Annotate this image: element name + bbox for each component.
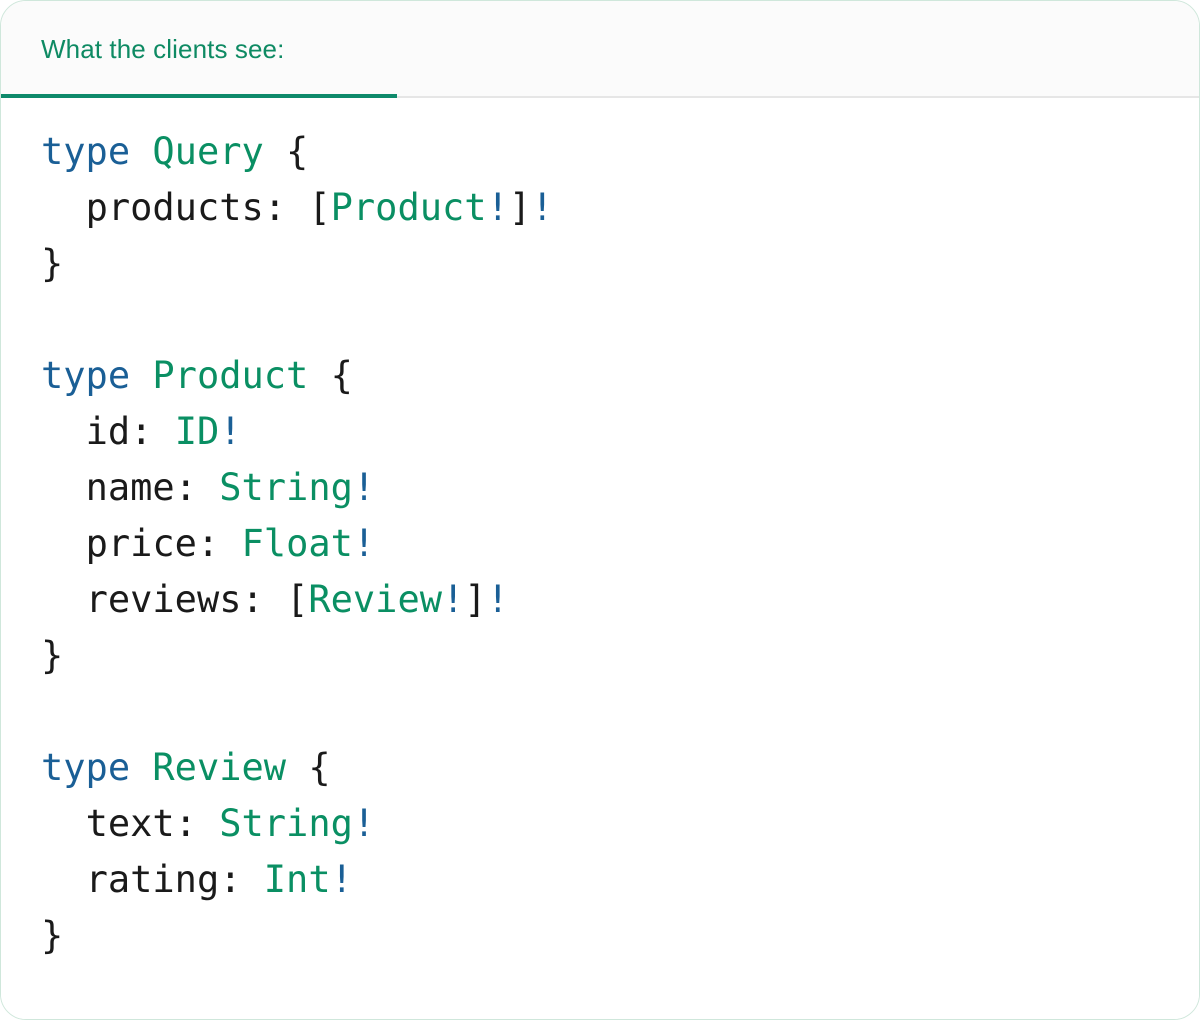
code-token-type: ID — [174, 410, 220, 453]
code-line — [41, 684, 1199, 740]
code-token-field: text — [85, 802, 175, 845]
code-line: products: [Product!]! — [41, 180, 1199, 236]
code-line: text: String! — [41, 796, 1199, 852]
code-token-plain — [41, 410, 86, 453]
code-token-plain — [41, 858, 86, 901]
code-token-type: Review — [308, 578, 442, 621]
code-token-plain — [41, 522, 86, 565]
code-line: reviews: [Review!]! — [41, 572, 1199, 628]
code-token-field: products — [85, 186, 264, 229]
active-tab-underline — [1, 94, 397, 98]
code-token-plain — [41, 466, 86, 509]
code-line: type Product { — [41, 348, 1199, 404]
code-line: } — [41, 628, 1199, 684]
code-token-punc: { — [286, 746, 331, 789]
code-token-field: reviews — [85, 578, 242, 621]
code-token-type: Float — [241, 522, 353, 565]
tab-bar: What the clients see: — [1, 1, 1199, 98]
code-token-punc: [ — [308, 186, 331, 229]
code-token-bang: ! — [531, 186, 554, 229]
code-token-bang: ! — [219, 410, 242, 453]
code-token-punc: : — [174, 466, 220, 509]
code-token-punc: [ — [286, 578, 309, 621]
graphql-schema-code: type Query { products: [Product!]!} type… — [1, 124, 1199, 964]
code-line: type Query { — [41, 124, 1199, 180]
code-line — [41, 292, 1199, 348]
code-token-bang: ! — [330, 858, 353, 901]
code-line: rating: Int! — [41, 852, 1199, 908]
code-line: name: String! — [41, 460, 1199, 516]
code-token-type: String — [219, 802, 353, 845]
code-token-bang: ! — [486, 578, 509, 621]
code-token-plain — [41, 802, 86, 845]
code-token-punc: ] — [464, 578, 487, 621]
code-token-field: id — [85, 410, 131, 453]
code-token-plain — [41, 578, 86, 621]
code-line: price: Float! — [41, 516, 1199, 572]
code-panel[interactable]: type Query { products: [Product!]!} type… — [1, 98, 1199, 1019]
code-token-kw: type — [41, 130, 131, 173]
code-token-kw: type — [41, 746, 131, 789]
code-token-type: Product — [330, 186, 487, 229]
code-token-kw: type — [41, 354, 131, 397]
code-token-punc: } — [41, 914, 64, 957]
code-line: } — [41, 908, 1199, 964]
code-token-type: Product — [152, 354, 309, 397]
code-token-punc: { — [263, 130, 309, 173]
code-line: type Review { — [41, 740, 1199, 796]
code-token-punc: } — [41, 242, 64, 285]
code-token-punc: : — [174, 802, 220, 845]
code-line: } — [41, 236, 1199, 292]
code-token-bang: ! — [352, 802, 376, 845]
code-token-plain — [41, 186, 86, 229]
code-token-punc: : — [196, 522, 242, 565]
tab-what-the-clients-see[interactable]: What the clients see: — [1, 1, 397, 98]
code-token-plain — [130, 354, 152, 397]
code-token-punc: : — [241, 578, 287, 621]
code-token-field: rating — [85, 858, 220, 901]
code-token-type: Int — [263, 858, 331, 901]
code-token-type: String — [219, 466, 353, 509]
code-token-bang: ! — [352, 522, 376, 565]
code-token-bang: ! — [442, 578, 465, 621]
code-token-field: name — [85, 466, 175, 509]
code-token-punc: : — [219, 858, 264, 901]
code-token-bang: ! — [352, 466, 376, 509]
code-token-plain — [130, 746, 152, 789]
code-token-punc: } — [41, 634, 64, 677]
code-line: id: ID! — [41, 404, 1199, 460]
code-token-punc: { — [308, 354, 353, 397]
tab-label: What the clients see: — [41, 34, 285, 64]
code-token-type: Review — [152, 746, 287, 789]
code-token-type: Query — [152, 130, 264, 173]
code-token-punc: : — [130, 410, 175, 453]
code-token-punc: : — [263, 186, 309, 229]
code-token-punc: ] — [508, 186, 532, 229]
code-token-plain — [130, 130, 152, 173]
code-token-bang: ! — [486, 186, 509, 229]
code-token-field: price — [85, 522, 197, 565]
